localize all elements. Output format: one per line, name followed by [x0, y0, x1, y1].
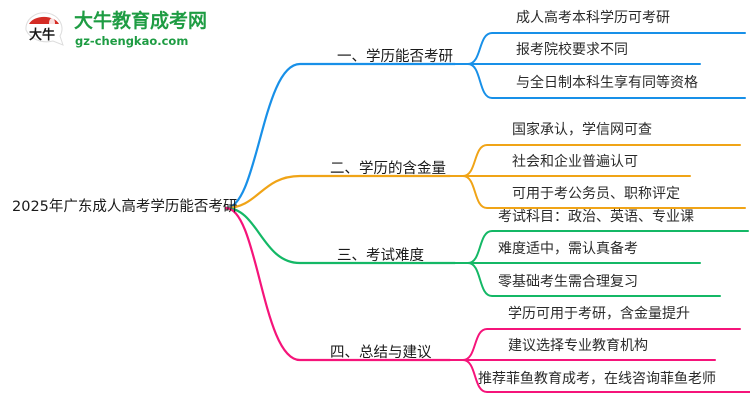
- leaf-node-1-3[interactable]: 与全日制本科生享有同等资格: [516, 75, 698, 91]
- branch-node-4[interactable]: 四、总结与建议: [330, 345, 432, 361]
- daniu-ox-logo-icon: 大牛: [25, 12, 64, 46]
- leaf-node-3-1[interactable]: 考试科目：政治、英语、专业课: [498, 209, 694, 225]
- leaf-node-1-1[interactable]: 成人高考本科学历可考研: [516, 10, 670, 26]
- logo-title-en: gz-chengkao.com: [75, 34, 189, 48]
- leaf-node-3-3[interactable]: 零基础考生需合理复习: [498, 274, 638, 290]
- branch-node-1[interactable]: 一、学历能否考研: [337, 49, 453, 65]
- leaf-node-2-2[interactable]: 社会和企业普遍认可: [512, 154, 638, 170]
- leaf-node-2-1[interactable]: 国家承认，学信网可查: [512, 122, 652, 138]
- leaf-node-4-1[interactable]: 学历可用于考研，含金量提升: [508, 306, 690, 322]
- leaf-node-3-2[interactable]: 难度适中，需认真备考: [498, 241, 638, 257]
- leaf-node-1-2[interactable]: 报考院校要求不同: [516, 42, 628, 58]
- branch-node-2[interactable]: 二、学历的含金量: [330, 161, 446, 177]
- site-logo[interactable]: 大牛 大牛教育成考网 gz-chengkao.com: [22, 8, 232, 56]
- logo-title-cn: 大牛教育成考网: [74, 10, 208, 32]
- leaf-node-4-2[interactable]: 建议选择专业教育机构: [508, 338, 648, 354]
- branch-node-3[interactable]: 三、考试难度: [337, 248, 424, 264]
- mindmap-root-node[interactable]: 2025年广东成人高考学历能否考研: [12, 199, 238, 215]
- svg-text:大牛: 大牛: [29, 27, 55, 43]
- leaf-node-4-3[interactable]: 推荐菲鱼教育成考，在线咨询菲鱼老师: [478, 371, 716, 387]
- leaf-node-2-3[interactable]: 可用于考公务员、职称评定: [512, 186, 680, 202]
